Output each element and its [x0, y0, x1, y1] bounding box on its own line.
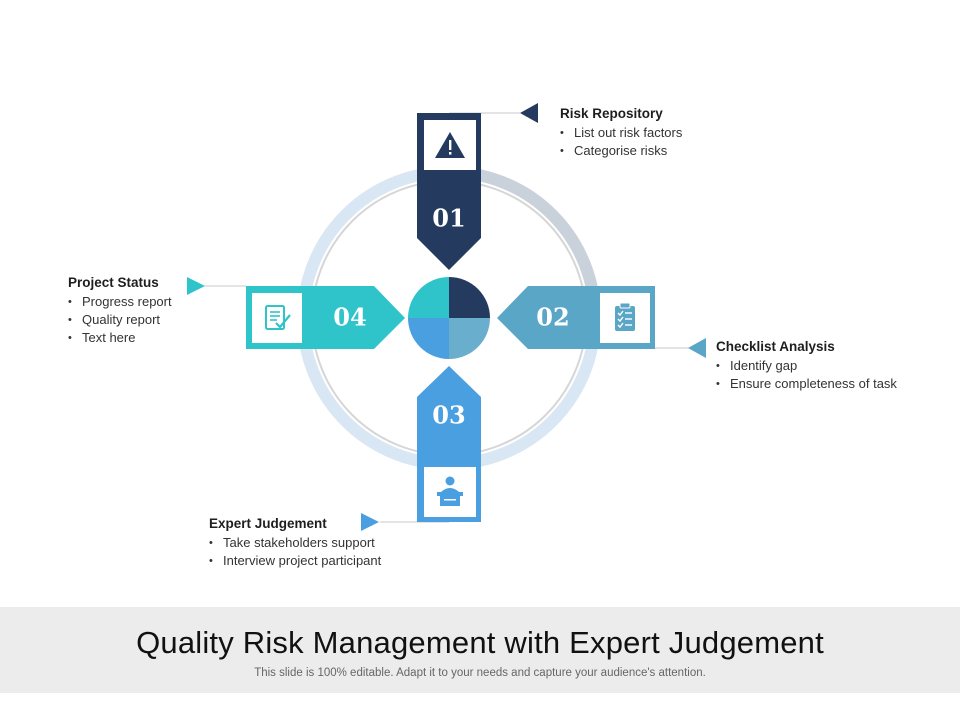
step-block-02: Checklist Analysis Identify gap Ensure c…	[716, 339, 897, 393]
pointer-triangle-03	[361, 513, 379, 531]
step-bullets-03: Take stakeholders support Interview proj…	[209, 534, 381, 570]
risk-cycle-diagram: 01 02 03 04	[187, 103, 706, 531]
list-item: List out risk factors	[560, 124, 682, 142]
step-title-04: Project Status	[68, 275, 159, 290]
pointer-triangle-04	[187, 277, 205, 295]
pointer-triangle-02	[688, 338, 706, 358]
step-bullets-02: Identify gap Ensure completeness of task	[716, 357, 897, 393]
speaker-podium-icon	[437, 476, 463, 506]
step-number-03: 03	[432, 401, 465, 430]
list-item: Quality report	[68, 311, 172, 329]
footer-band: Quality Risk Management with Expert Judg…	[0, 607, 960, 693]
center-quadrant-navy	[449, 277, 490, 318]
center-quadrant-steel	[449, 318, 490, 359]
step-block-03: Expert Judgement Take stakeholders suppo…	[209, 516, 381, 570]
list-item: Progress report	[68, 293, 172, 311]
list-item: Interview project participant	[209, 552, 381, 570]
step-title-02: Checklist Analysis	[716, 339, 835, 354]
warning-triangle-icon	[435, 132, 465, 158]
clipboard-checklist-icon	[615, 302, 635, 331]
step-number-04: 04	[333, 303, 366, 332]
list-item: Categorise risks	[560, 142, 682, 160]
step-number-01: 01	[432, 204, 465, 233]
list-item: Text here	[68, 329, 172, 347]
slide-title: Quality Risk Management with Expert Judg…	[136, 625, 824, 660]
icon-box-01	[424, 120, 476, 170]
step-block-04: Project Status Progress report Quality r…	[68, 275, 172, 347]
step-block-01: Risk Repository List out risk factors Ca…	[560, 106, 682, 160]
list-item: Take stakeholders support	[209, 534, 381, 552]
step-bullets-04: Progress report Quality report Text here	[68, 293, 172, 347]
step-number-02: 02	[536, 303, 569, 332]
report-document-icon	[265, 305, 291, 330]
icon-box-03	[424, 467, 476, 517]
center-quadrant-blue	[408, 318, 449, 359]
list-item: Identify gap	[716, 357, 897, 375]
step-bullets-01: List out risk factors Categorise risks	[560, 124, 682, 160]
step-title-03: Expert Judgement	[209, 516, 327, 531]
icon-box-02	[600, 293, 650, 343]
pointer-triangle-01	[520, 103, 538, 123]
list-item: Ensure completeness of task	[716, 375, 897, 393]
step-title-01: Risk Repository	[560, 106, 663, 121]
center-quadrant-teal	[408, 277, 449, 318]
slide-subtitle: This slide is 100% editable. Adapt it to…	[254, 667, 706, 679]
icon-box-04	[252, 293, 302, 343]
